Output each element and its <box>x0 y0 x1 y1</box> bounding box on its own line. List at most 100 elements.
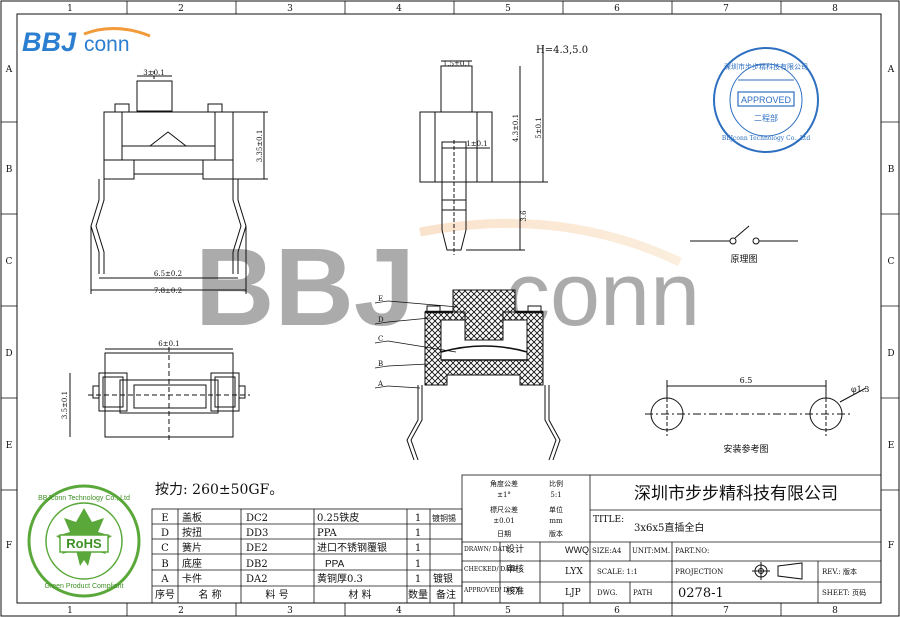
tb-part-no: PART.NO: <box>675 547 709 555</box>
bom-row-d-code: DD3 <box>246 528 268 539</box>
tb-path: PATH <box>633 589 653 597</box>
bom-row-a-material: 黄铜厚0.3 <box>317 572 363 585</box>
tb-size: SIZE:A4 <box>592 547 622 555</box>
bom-header-qty: 数量 <box>408 588 428 601</box>
press-force: 按力: 260±50GF。 <box>155 482 283 498</box>
projection-symbol-icon <box>752 562 803 580</box>
col-label-3-bottom: 3 <box>287 606 293 616</box>
bom-row-e-qty: 1 <box>415 513 421 524</box>
tb-date-label: 日期 <box>497 530 511 538</box>
tb-drawn-label: DRAWN/ DATE <box>464 546 510 553</box>
section-view <box>374 289 561 461</box>
tb-scale: 5:1 <box>550 491 561 499</box>
tb-dim-tol: ±0.01 <box>493 517 514 525</box>
stamp-company: 深圳市步步精科技有限公司 <box>724 62 808 71</box>
switch-schematic <box>690 225 798 245</box>
logo-text-bbj: BBJ <box>22 27 77 57</box>
tb-drawn-cn: 设计 <box>506 543 524 555</box>
logo-text-conn: conn <box>84 33 130 56</box>
tb-rev: REV.: 版本 <box>822 567 857 576</box>
section-label-a: A <box>377 380 384 388</box>
col-label-8: 8 <box>832 4 838 14</box>
stamp-approved: APPROVED <box>741 95 792 105</box>
row-label-e: E <box>6 441 13 451</box>
col-label-2-bottom: 2 <box>178 606 184 616</box>
bom-row-a-note: 镀银 <box>433 572 453 585</box>
install-reference <box>645 380 867 436</box>
install-label: 安装参考图 <box>723 443 768 455</box>
dim-pin-thickness: 1±0.1 <box>466 140 487 148</box>
dim-pin-span: 6.5±0.2 <box>154 270 182 278</box>
dim-h-5: 5±0.1 <box>535 117 543 138</box>
row-label-a: A <box>5 65 13 75</box>
bom-header-code: 料 号 <box>265 588 288 601</box>
row-markers <box>1 121 899 491</box>
bom-row-e-name: 盖板 <box>182 511 202 524</box>
bom-row-b-code: DB2 <box>246 559 268 570</box>
rohs-text: RoHS <box>66 536 102 551</box>
col-label-6: 6 <box>614 4 620 14</box>
bom-row-d-material: PPA <box>317 528 338 539</box>
stamp-company-en: BBJconn Technology Co., Ltd <box>722 135 811 142</box>
bom-row-c-name: 簧片 <box>182 541 202 554</box>
bom-row-d-name: 按扭 <box>182 526 202 539</box>
approved-stamp: APPROVED 二程部 深圳市步步精科技有限公司 BBJconn Techno… <box>713 47 819 153</box>
bom-row-a-seq: A <box>160 574 169 585</box>
row-label-c-right: C <box>888 257 895 267</box>
bottom-view <box>69 347 250 443</box>
section-label-b: B <box>378 360 383 368</box>
bom-row-b-name: 底座 <box>182 557 202 570</box>
bom-row-a-qty: 1 <box>415 574 421 585</box>
section-label-e: E <box>378 295 383 303</box>
tb-title-label: TITLE: <box>593 515 624 525</box>
bom-header-material: 材 料 <box>348 588 371 601</box>
schematic-label: 原理图 <box>730 254 757 265</box>
bom-row-e-seq: E <box>161 513 168 524</box>
section-label-d: D <box>378 316 384 324</box>
col-label-1: 1 <box>67 4 73 14</box>
bom-row-d-qty: 1 <box>415 528 421 539</box>
col-label-2: 2 <box>178 4 184 14</box>
bom-row-c-qty: 1 <box>415 543 421 554</box>
tb-dwg-no: 0278-1 <box>678 586 724 601</box>
svg-text:BBJ: BBJ <box>195 226 415 349</box>
bom-row-c-code: DE2 <box>246 543 268 554</box>
bom-header-note: 备注 <box>436 588 456 601</box>
rohs-bottom-text: Green Product Compliant <box>45 583 124 590</box>
dim-h-spec: H=4.3,5.0 <box>536 45 588 56</box>
dim-bottom-width: 6±0.1 <box>158 340 179 348</box>
bom-row-a-code: DA2 <box>246 574 268 585</box>
row-label-c: C <box>6 257 13 267</box>
tb-dim-tol-label: 標尺公差 <box>490 505 518 514</box>
tb-approved-cn: 核准 <box>506 585 524 597</box>
bom-row-c-material: 进口不锈钢覆银 <box>317 541 387 554</box>
col-label-4: 4 <box>396 4 402 14</box>
col-label-7-bottom: 7 <box>723 606 729 616</box>
tb-angle-tol: ±1° <box>497 491 511 499</box>
bom-row-a-name: 卡件 <box>182 572 202 585</box>
rohs-badge: RoHS BBJconn Technology Co., Ltd Green P… <box>27 484 141 598</box>
bom-header-seq: 序号 <box>155 588 175 601</box>
section-label-c: C <box>378 335 383 343</box>
col-label-7: 7 <box>723 4 729 14</box>
tb-approved-by: LJP <box>565 588 581 598</box>
col-label-5-bottom: 5 <box>505 606 511 616</box>
tb-checked-label: CHECKED/ DATE <box>464 566 518 573</box>
side-view <box>419 45 548 255</box>
stamp-dept: 二程部 <box>754 113 778 123</box>
dim-body-height: 3.35±0.1 <box>256 130 264 163</box>
bom-row-e-material: 0.25铁皮 <box>317 511 359 524</box>
dim-side-height: 3.5±0.1 <box>61 391 69 419</box>
dim-mount-span: 6.5 <box>740 376 753 385</box>
tb-scale-field: SCALE: 1:1 <box>597 568 638 576</box>
tb-approved-label: APPROVED/ DATE <box>463 587 520 594</box>
title-block-grid <box>461 474 882 604</box>
tb-checked-by: LYX <box>565 567 583 577</box>
dim-pin-length: 3.6 <box>520 210 528 222</box>
tb-scale-label: 比例 <box>549 479 563 488</box>
col-label-6-bottom: 6 <box>614 606 620 616</box>
bom-row-b-seq: B <box>161 559 168 570</box>
col-label-4-bottom: 4 <box>396 606 402 616</box>
